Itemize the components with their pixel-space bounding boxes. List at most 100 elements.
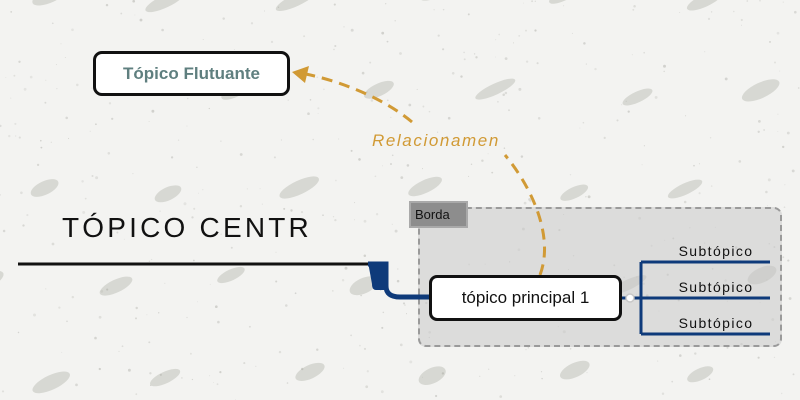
subtopic-2[interactable]: Subtópico (678, 279, 754, 295)
texture-speck (209, 283, 211, 285)
texture-speck (146, 314, 148, 316)
texture-speck (161, 28, 164, 32)
texture-speck (222, 17, 225, 20)
texture-speck (363, 219, 367, 223)
texture-speck (381, 326, 384, 329)
main-topic[interactable]: tópico principal 1 (429, 275, 622, 321)
texture-speck (40, 146, 43, 149)
texture-speck (391, 223, 393, 225)
texture-speck (787, 259, 790, 262)
texture-speck (445, 135, 449, 139)
texture-speck (341, 279, 345, 282)
texture-speck (724, 77, 728, 81)
texture-speck (746, 0, 749, 2)
texture-leaf (687, 366, 714, 383)
texture-speck (334, 218, 337, 222)
central-topic[interactable]: TÓPICO CENTR (62, 212, 312, 243)
texture-speck (50, 141, 52, 143)
texture-speck (10, 97, 12, 99)
texture-speck (390, 116, 392, 118)
texture-speck (616, 119, 619, 122)
texture-speck (350, 149, 353, 152)
texture-speck (209, 375, 211, 377)
texture-speck (283, 207, 286, 210)
texture-speck (487, 153, 489, 155)
boundary-label[interactable]: Borda (409, 201, 468, 228)
texture-speck (159, 210, 161, 212)
texture-speck (394, 229, 398, 233)
texture-speck (563, 5, 565, 7)
texture-speck (300, 367, 304, 371)
texture-speck (794, 10, 797, 14)
texture-speck (91, 87, 93, 89)
texture-speck (531, 0, 534, 3)
relationship-line[interactable] (299, 71, 546, 276)
texture-speck (361, 71, 365, 75)
texture-leaf (475, 78, 516, 100)
texture-speck (5, 77, 7, 78)
branch-collapse-dot[interactable] (625, 293, 635, 303)
texture-speck (243, 362, 246, 365)
texture-speck (451, 71, 455, 75)
texture-speck (422, 376, 423, 378)
texture-speck (290, 209, 293, 212)
texture-speck (585, 63, 587, 65)
texture-speck (498, 33, 501, 36)
texture-leaf (622, 88, 653, 106)
texture-speck (332, 216, 335, 218)
texture-speck (497, 100, 499, 103)
texture-speck (350, 28, 354, 32)
texture-speck (150, 384, 152, 387)
texture-speck (335, 179, 337, 182)
texture-speck (40, 139, 42, 142)
texture-leaf (363, 80, 394, 99)
texture-speck (386, 40, 389, 43)
texture-speck (338, 138, 340, 140)
texture-speck (777, 113, 779, 115)
texture-speck (84, 197, 87, 200)
texture-speck (189, 352, 192, 355)
texture-speck (460, 75, 463, 78)
texture-speck (149, 372, 152, 375)
subtopic-3[interactable]: Subtópico (678, 315, 754, 331)
texture-speck (98, 315, 102, 319)
texture-speck (621, 104, 623, 106)
texture-speck (214, 305, 218, 309)
texture-speck (763, 129, 765, 131)
texture-speck (488, 368, 490, 370)
texture-speck (95, 176, 99, 180)
texture-speck (8, 134, 11, 138)
texture-speck (317, 107, 320, 110)
texture-speck (416, 88, 418, 90)
texture-speck (788, 297, 792, 300)
texture-speck (740, 24, 742, 26)
texture-speck (181, 377, 183, 379)
texture-speck (375, 213, 379, 216)
texture-speck (365, 385, 369, 389)
texture-speck (10, 11, 13, 13)
texture-speck (280, 139, 282, 141)
texture-speck (118, 350, 120, 352)
texture-speck (220, 140, 222, 142)
texture-speck (534, 29, 537, 32)
texture-speck (757, 356, 760, 359)
texture-speck (534, 0, 536, 2)
texture-speck (159, 373, 162, 376)
subtopic-1[interactable]: Subtópico (678, 243, 754, 259)
texture-speck (55, 64, 57, 66)
relationship-label[interactable]: Relacionamen (372, 131, 500, 150)
texture-speck (13, 74, 16, 77)
texture-speck (36, 163, 40, 167)
texture-speck (518, 34, 521, 37)
texture-speck (366, 91, 368, 93)
texture-speck (437, 131, 439, 133)
texture-speck (704, 51, 706, 53)
texture-speck (333, 3, 336, 6)
texture-speck (698, 163, 700, 165)
texture-speck (463, 51, 465, 54)
texture-speck (369, 61, 372, 64)
texture-speck (309, 99, 312, 101)
texture-speck (385, 3, 387, 5)
floating-topic[interactable]: Tópico Flutuante (93, 51, 290, 96)
texture-speck (270, 40, 274, 44)
